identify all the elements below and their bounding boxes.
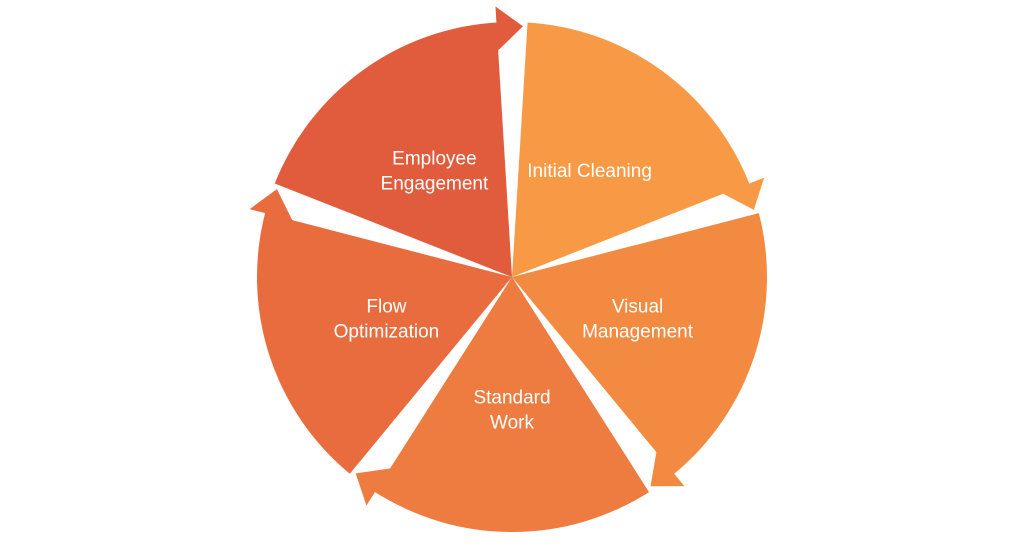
cycle-segment-label-line: Flow (366, 296, 406, 317)
cycle-segment-label-line: Standard (473, 388, 550, 409)
cycle-segment-label: Initial Cleaning (527, 161, 652, 182)
cycle-segment-label-line: Optimization (334, 321, 440, 342)
cycle-segment (512, 213, 768, 487)
cycle-segment-label-line: Engagement (381, 174, 489, 195)
cycle-segment-label-line: Employee (392, 149, 477, 170)
cycle-segment-label-line: Work (490, 413, 534, 434)
cycle-segment (355, 277, 650, 532)
cycle-segment-label-line: Visual (612, 296, 663, 317)
cycle-segment-label-line: Management (582, 321, 694, 342)
cycle-segment (274, 6, 523, 278)
cycle-segment (249, 189, 512, 474)
cycle-segment-label-line: Initial Cleaning (527, 161, 652, 182)
cycle-segment (512, 22, 765, 277)
